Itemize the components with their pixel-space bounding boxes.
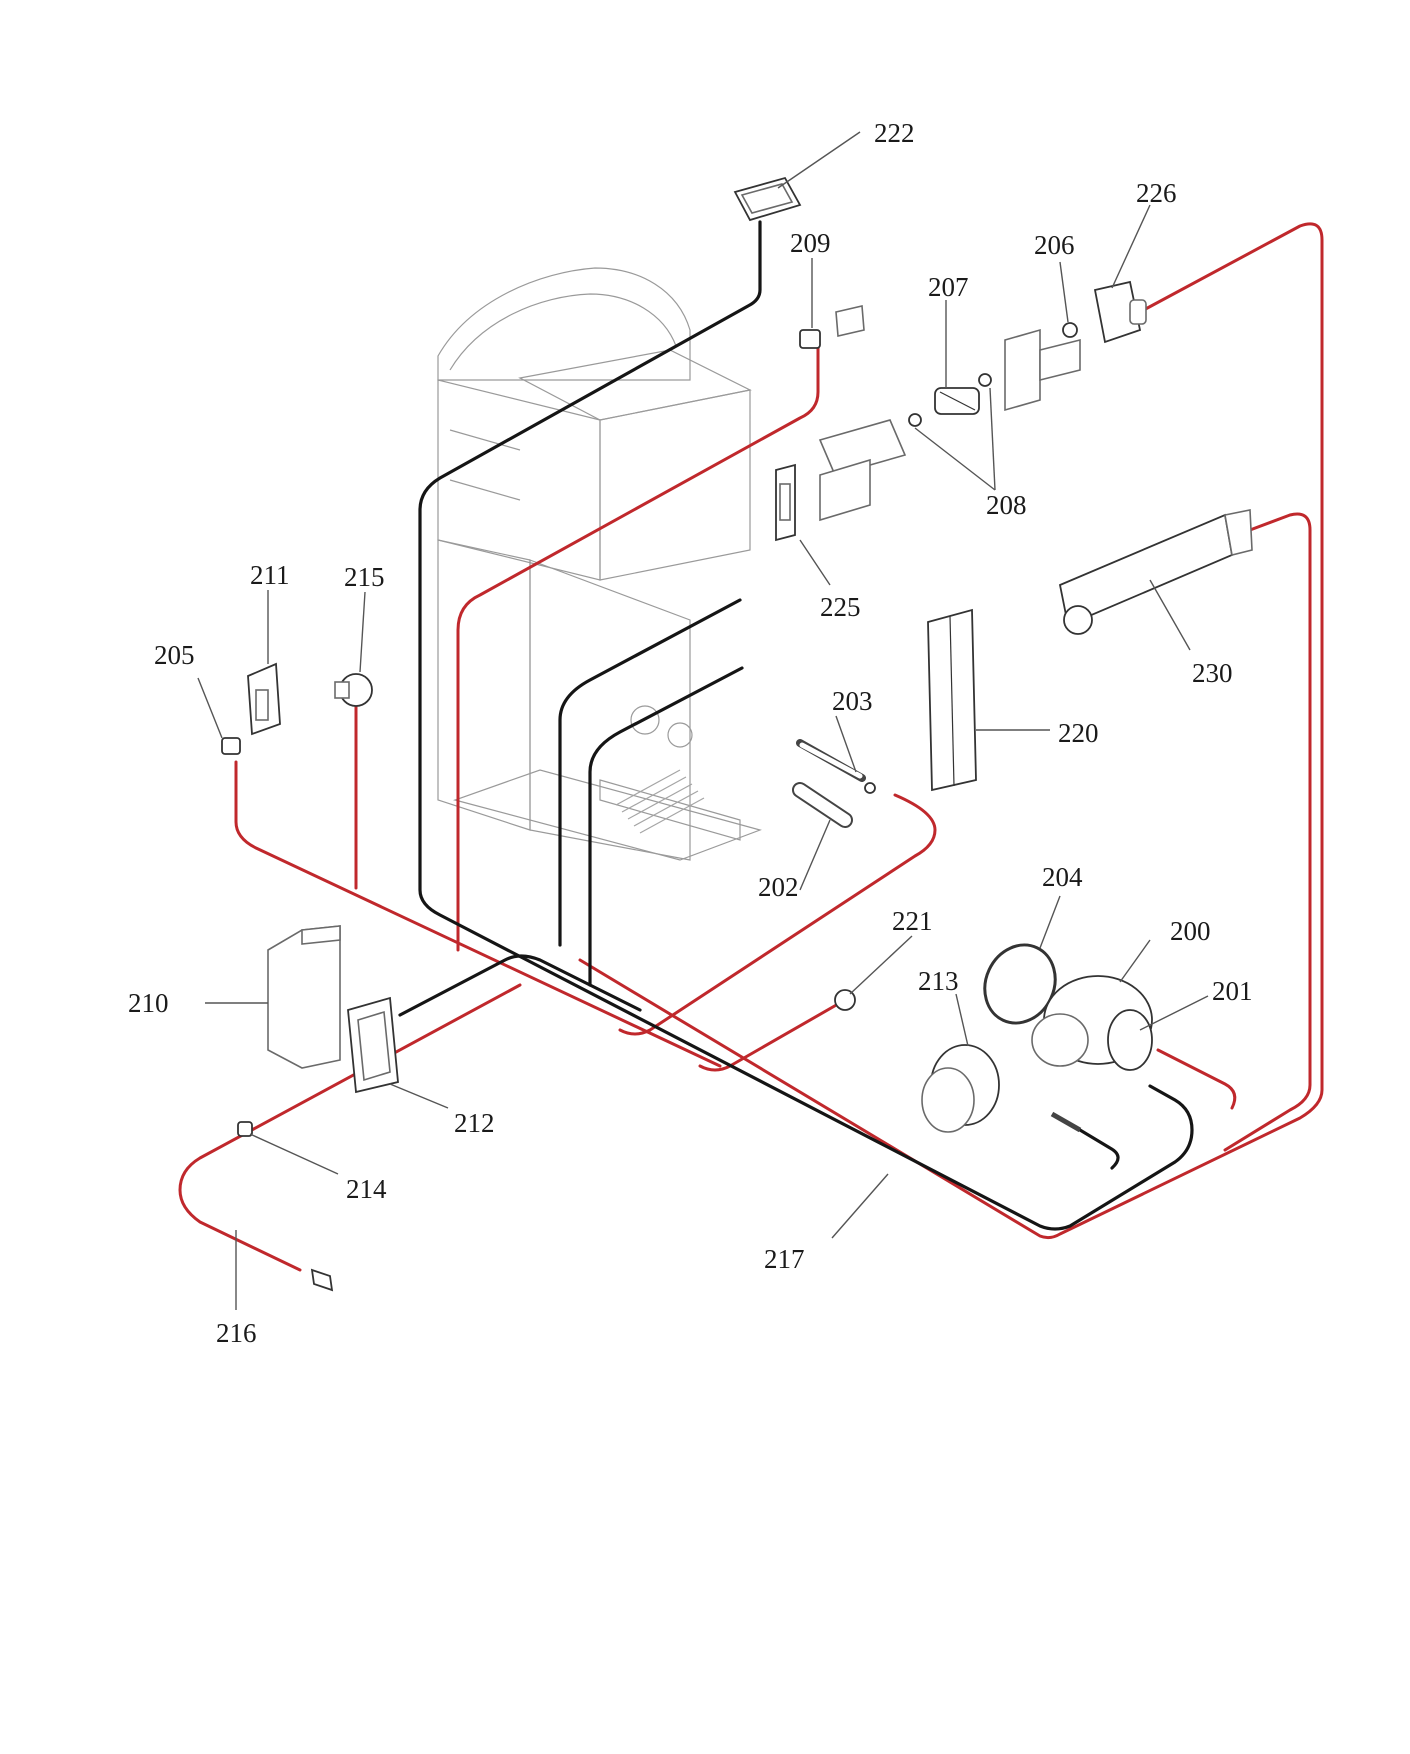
stove-top-inner	[449, 293, 677, 371]
black-wire-212	[398, 954, 642, 1017]
red-wire-216	[178, 983, 522, 1272]
part-temperature-probe	[1050, 1111, 1082, 1133]
part-203-igniter[interactable]	[796, 739, 876, 794]
part-216-power-cord-plug[interactable]	[310, 1268, 334, 1292]
part-207-agitator[interactable]	[934, 387, 980, 415]
part-221-grommet[interactable]	[834, 989, 856, 1011]
part-225-switch-plate[interactable]	[775, 463, 796, 542]
red-wire-226	[578, 222, 1324, 1240]
callout-230: 230	[1192, 658, 1233, 688]
part-211-switch[interactable]	[247, 662, 281, 736]
part-205-sensor[interactable]	[221, 737, 241, 755]
part-215-motor[interactable]	[334, 673, 373, 707]
part-auger-bracket	[1004, 328, 1081, 412]
part-222-control-panel[interactable]	[733, 176, 802, 222]
black-wire-222	[418, 220, 1194, 1231]
callout-202: 202	[758, 872, 799, 902]
callout-214: 214	[346, 1174, 387, 1204]
callout-217: 217	[764, 1244, 805, 1274]
black-wire-probe	[1068, 1122, 1120, 1170]
callout-204: 204	[1042, 862, 1083, 892]
black-wire-ign1	[558, 598, 742, 947]
callout-206: 206	[1034, 230, 1075, 260]
callout-labels: 222 226 206 209 207 208 225 230 211 215 …	[128, 118, 1253, 1348]
red-wire-230	[1223, 512, 1312, 1152]
callout-215: 215	[344, 562, 385, 592]
part-230-convection-blower[interactable]	[1058, 509, 1253, 635]
part-206-bushing[interactable]	[1062, 322, 1078, 338]
part-212-control-board[interactable]	[347, 996, 399, 1094]
front-panel	[599, 389, 751, 581]
side-panel	[437, 379, 601, 581]
part-210-bracket[interactable]	[267, 925, 341, 1069]
red-wire-209	[456, 346, 820, 952]
part-208-bushing-a[interactable]	[908, 413, 922, 427]
callout-222: 222	[874, 118, 915, 148]
part-213-blower-housing[interactable]	[921, 1044, 1000, 1133]
callout-203: 203	[832, 686, 873, 716]
callout-207: 207	[928, 272, 969, 302]
callout-221: 221	[892, 906, 933, 936]
callout-211: 211	[250, 560, 290, 590]
callout-216: 216	[216, 1318, 257, 1348]
callout-208: 208	[986, 490, 1027, 520]
hopper-top	[518, 349, 752, 421]
red-wire-203	[618, 793, 937, 1036]
callout-201: 201	[1212, 976, 1253, 1006]
stove-top-dome	[437, 267, 691, 381]
leader-lines	[197, 131, 1209, 1310]
vent-slots	[615, 769, 705, 834]
stove-port	[630, 705, 660, 735]
callout-200: 200	[1170, 916, 1211, 946]
lower-side	[437, 539, 531, 831]
callout-212: 212	[454, 1108, 495, 1138]
black-wire-ign2	[588, 666, 744, 987]
base-plate	[452, 769, 762, 861]
part-220-mounting-bracket[interactable]	[927, 608, 977, 792]
wiring-harness	[178, 220, 1324, 1272]
lower-front	[529, 559, 691, 861]
base-rail	[599, 779, 741, 841]
red-wire-201	[1156, 1048, 1237, 1110]
part-202-igniter-sleeve[interactable]	[792, 782, 853, 828]
callout-205: 205	[154, 640, 195, 670]
callout-226: 226	[1136, 178, 1177, 208]
stove-detail	[449, 479, 521, 501]
part-200-exhaust-blower[interactable]	[1031, 975, 1153, 1071]
stove-detail	[449, 429, 521, 451]
callout-220: 220	[1058, 718, 1099, 748]
callout-213: 213	[918, 966, 959, 996]
stove-body	[437, 267, 762, 861]
part-226-auger-motor[interactable]	[1093, 280, 1147, 344]
callout-209: 209	[790, 228, 831, 258]
part-209-pressure-switch[interactable]	[799, 305, 865, 349]
callout-225: 225	[820, 592, 861, 622]
part-208-bushing-b[interactable]	[978, 373, 992, 387]
part-auger-tube	[818, 419, 907, 522]
part-214-fuse[interactable]	[237, 1121, 253, 1137]
stove-port	[667, 722, 693, 748]
callout-210: 210	[128, 988, 169, 1018]
red-wire-205	[234, 760, 722, 1068]
